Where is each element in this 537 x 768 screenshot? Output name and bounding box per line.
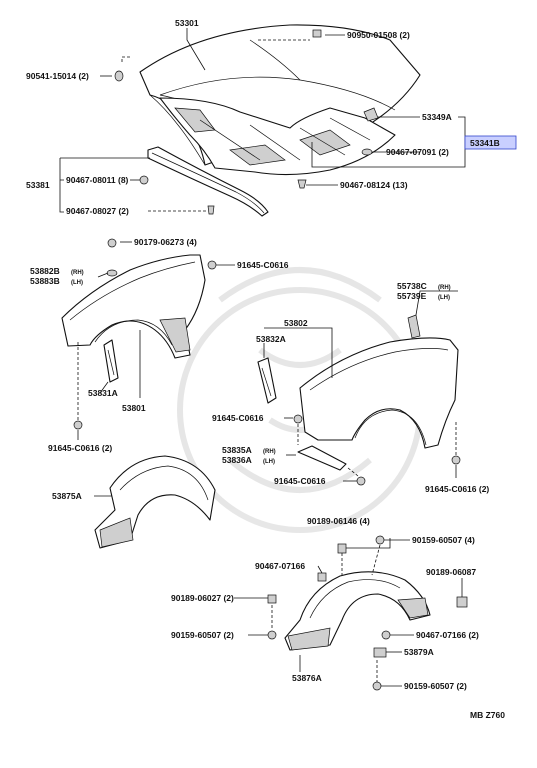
hood-lock-bracket (363, 107, 379, 122)
liner-clip-parts (267, 535, 468, 691)
label-screw-top: 91645-C0616 (237, 260, 289, 270)
label-seal-clip-2: 90467-08027 (2) (66, 206, 129, 216)
label-clip-g: 90467-07166 (2) (416, 630, 479, 640)
seal-clip-part (139, 175, 149, 185)
label-liner-left: 53875A (52, 491, 82, 501)
label-fender-left: 53801 (122, 403, 146, 413)
label-clip-c: 90467-07166 (255, 561, 305, 571)
label-screw-lower: 91645-C0616 (274, 476, 326, 486)
label-rh-bracket-lh: 53883B (30, 276, 60, 286)
footer-code: MB Z760 (470, 710, 505, 720)
label-clip-d: 90189-06087 (426, 567, 476, 577)
label-lh-tag-1: (LH) (71, 280, 83, 286)
label-lh-tag-3: (LH) (263, 459, 275, 465)
label-hood-cushion: 90541-15014 (2) (26, 71, 89, 81)
left-fender-bracket (103, 339, 119, 383)
label-screw-b: 90159-60507 (4) (412, 535, 475, 545)
label-clip-e: 90189-06027 (2) (171, 593, 234, 603)
label-screw-mid: 91645-C0616 (212, 413, 264, 423)
label-liner-right-a: 53879A (404, 647, 434, 657)
left-fender-liner (94, 455, 216, 549)
label-fender-bracket-lower: 53831A (88, 388, 118, 398)
label-fender-panel: 53802 (284, 318, 308, 328)
label-molding-rh: 55738C (397, 281, 427, 291)
label-insulator-retainer: 90467-08124 (13) (340, 180, 408, 190)
left-fender-panel (61, 254, 206, 359)
right-fender-panel (299, 337, 459, 449)
fender-top-screw-part (207, 260, 217, 270)
lower-screw-part (356, 476, 366, 486)
label-screw-h: 90159-60507 (2) (404, 681, 467, 691)
label-fender-bracket: 53832A (256, 334, 286, 344)
label-screw-right: 91645-C0616 (2) (425, 484, 489, 494)
label-screw-f: 90159-60507 (2) (171, 630, 234, 640)
rh-bracket-part (106, 269, 118, 277)
label-seal-clip-1: 90467-08011 (8) (66, 175, 129, 185)
insulator-clip-part (361, 148, 373, 156)
label-screw-left: 91645-C0616 (2) (48, 443, 112, 453)
label-rh-tag-3: (RH) (263, 449, 276, 455)
hood-inner-frame (159, 97, 396, 176)
hood-seal-strip (147, 146, 269, 217)
label-rh-tag-1: (RH) (71, 270, 84, 276)
hood-cushion (114, 70, 124, 82)
label-splash-lh: 53836A (222, 455, 252, 465)
seal-clip-part-2 (207, 205, 215, 215)
hood-top-clip (312, 29, 322, 38)
label-rh-bracket-rh: 53882B (30, 266, 60, 276)
label-hood-lock-bracket: 53349A (422, 112, 452, 122)
label-splash-rh: 53835A (222, 445, 252, 455)
fender-bracket-part (257, 357, 277, 404)
label-hood-insulator: 53341B (470, 138, 500, 148)
label-clip-a: 90189-06146 (4) (307, 516, 370, 526)
mid-screw-part (293, 414, 303, 424)
label-liner-right: 53876A (292, 673, 322, 683)
label-hood: 53301 (175, 18, 199, 28)
top-nut-part (107, 238, 117, 248)
molding-part (407, 314, 421, 339)
right-fender-liner (284, 571, 431, 651)
left-screw-part (73, 420, 83, 430)
label-seal-group: 53381 (26, 180, 50, 190)
label-hood-clip-top: 90950-01508 (2) (347, 30, 410, 40)
right-screw-part (451, 455, 461, 465)
label-molding-lh: 55739E (397, 291, 427, 301)
highlight-box (464, 135, 517, 150)
label-nut-top: 90179-06273 (4) (134, 237, 197, 247)
label-insulator-clip: 90467-07091 (2) (386, 147, 449, 157)
label-rh-tag-2: (RH) (438, 285, 451, 291)
splash-part (297, 445, 347, 471)
label-lh-tag-2: (LH) (438, 295, 450, 301)
insulator-retainer-part (297, 179, 307, 189)
